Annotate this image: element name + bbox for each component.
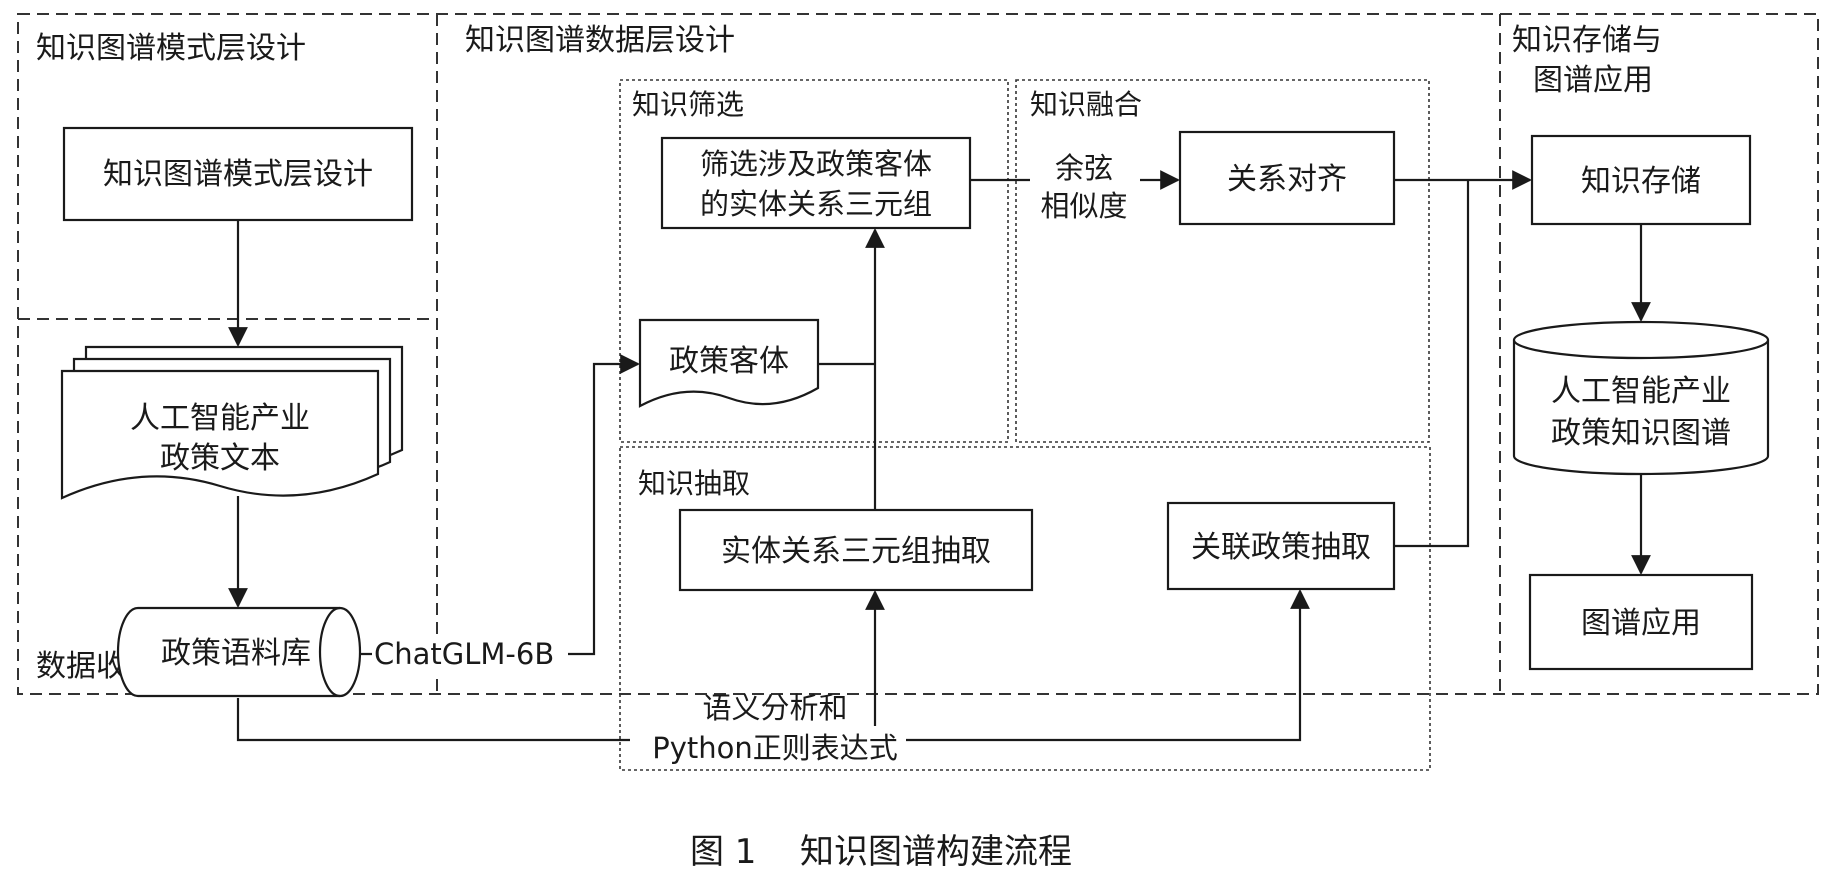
node-knowledge-graph-line1: 人工智能产业 — [1551, 374, 1731, 409]
subframe-extraction-title: 知识抽取 — [638, 467, 750, 500]
label-semantic-line1: 语义分析和 — [702, 691, 847, 725]
subframe-filter — [619, 79, 1009, 443]
section-storage-app-title-line2: 图谱应用 — [1533, 63, 1653, 98]
node-related-policy-extraction: 关联政策抽取 — [1166, 501, 1396, 591]
node-policy-text-line2: 政策文本 — [160, 441, 280, 476]
label-chatglm: ChatGLM-6B — [374, 637, 554, 671]
node-knowledge-graph-line2: 政策知识图谱 — [1551, 416, 1731, 451]
node-relation-align-label: 关系对齐 — [1227, 162, 1347, 197]
connector-related-policy-to-storage — [1394, 180, 1470, 548]
node-triple-extraction-label: 实体关系三元组抽取 — [721, 534, 991, 569]
section-storage-app-title-line1: 知识存储与 — [1512, 23, 1662, 58]
caption-number: 图 1 — [690, 832, 756, 872]
caption-title: 知识图谱构建流程 — [800, 832, 1072, 872]
node-graph-application-label: 图谱应用 — [1581, 606, 1701, 641]
node-knowledge-graph-db: 人工智能产业 政策知识图谱 — [1512, 320, 1770, 476]
label-semantic-line2: Python正则表达式 — [652, 731, 898, 765]
subframe-fusion — [1015, 79, 1430, 443]
node-policy-corpus-label: 政策语料库 — [161, 636, 311, 671]
subframe-filter-title: 知识筛选 — [632, 88, 744, 121]
label-semantic-bg — [630, 726, 906, 762]
subframe-fusion-title: 知识融合 — [1030, 88, 1142, 121]
node-triple-extraction: 实体关系三元组抽取 — [678, 508, 1034, 592]
label-cosine-line2: 相似度 — [1040, 189, 1127, 223]
node-schema-design: 知识图谱模式层设计 — [62, 126, 414, 222]
section-schema-layer-title: 知识图谱模式层设计 — [36, 31, 306, 66]
section-data-layer-title: 知识图谱数据层设计 — [465, 23, 735, 58]
label-chatglm-bg — [372, 634, 568, 672]
node-policy-documents: 人工智能产业 政策文本 — [60, 345, 404, 500]
node-policy-corpus: 政策语料库 — [116, 606, 362, 698]
node-filter-triples-line2: 的实体关系三元组 — [700, 187, 932, 221]
label-cosine-bg — [1030, 146, 1140, 226]
label-cosine-line1: 余弦 — [1055, 151, 1113, 185]
node-related-policy-extraction-label: 关联政策抽取 — [1191, 530, 1371, 565]
node-schema-design-label: 知识图谱模式层设计 — [103, 157, 373, 192]
node-filter-triples-line1: 筛选涉及政策客体 — [700, 147, 932, 181]
node-graph-application: 图谱应用 — [1528, 573, 1754, 671]
node-policy-object-label: 政策客体 — [669, 344, 789, 379]
node-relation-align: 关系对齐 — [1178, 130, 1396, 226]
outer-frame — [17, 13, 1819, 695]
subframe-extraction — [619, 446, 1431, 771]
node-filter-triples: 筛选涉及政策客体 的实体关系三元组 — [660, 136, 972, 230]
node-knowledge-storage-label: 知识存储 — [1581, 164, 1701, 199]
node-policy-text-line1: 人工智能产业 — [130, 401, 310, 436]
node-policy-object: 政策客体 — [638, 318, 820, 408]
node-knowledge-storage: 知识存储 — [1530, 134, 1752, 226]
